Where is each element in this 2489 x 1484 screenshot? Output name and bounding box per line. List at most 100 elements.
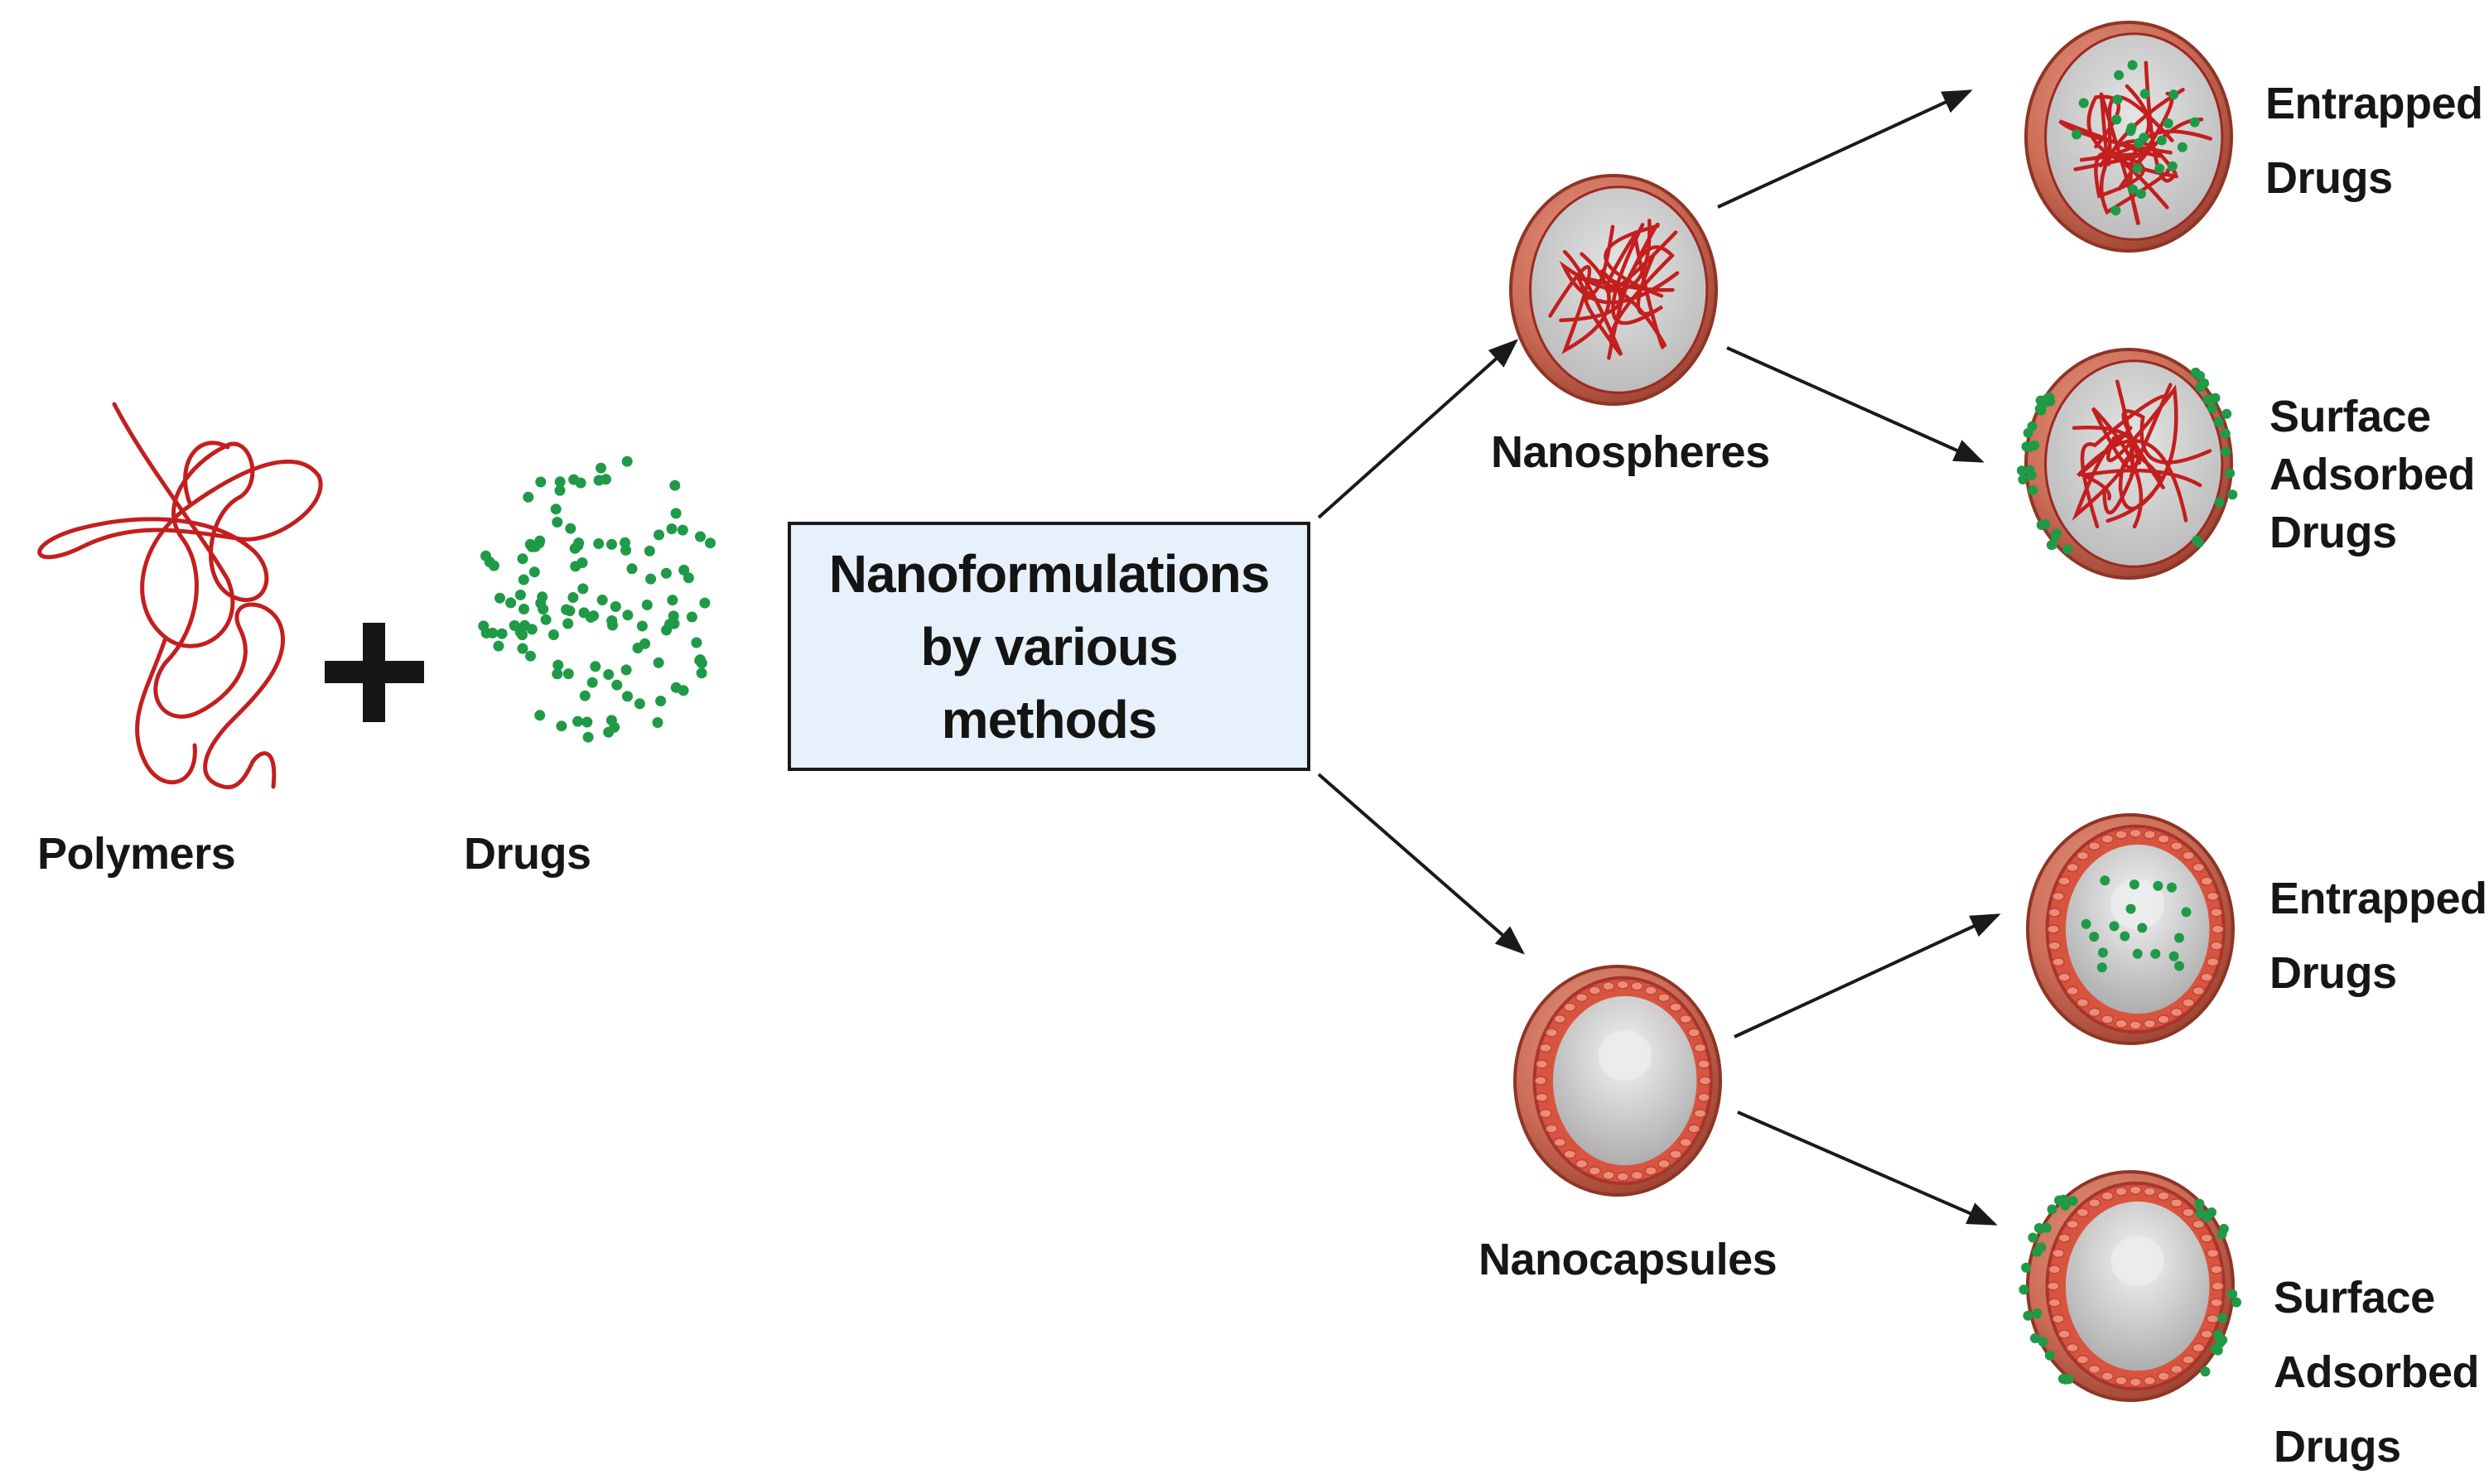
wall-bead [2192, 1342, 2205, 1353]
wall-bead [1575, 1159, 1589, 1169]
drug-dot [2189, 117, 2200, 128]
drug-dot [2132, 948, 2143, 959]
nanosphere-entrapped-label: Entrapped Drugs [2265, 66, 2483, 215]
drug-dot [2111, 114, 2122, 125]
drug-dot [611, 679, 623, 691]
drug-dot [525, 650, 536, 662]
drug-dot [565, 523, 576, 534]
wall-bead [2047, 924, 2060, 934]
drug-dot [533, 537, 545, 549]
wall-bead [2057, 1233, 2072, 1243]
drug-dot [696, 667, 707, 679]
drug-dot [2167, 882, 2177, 893]
nanocapsule-icon [1513, 965, 1722, 1197]
label-line: Entrapped [2265, 79, 2483, 128]
wall-bead [1679, 1137, 1692, 1148]
drug-dot [575, 477, 586, 489]
drug-dot [2019, 1284, 2029, 1295]
drug-dot [2110, 205, 2121, 216]
wall-bead [2066, 985, 2079, 996]
core-highlight [2110, 1236, 2164, 1286]
drug-dot [524, 538, 536, 550]
drug-dot [509, 619, 520, 631]
drug-dot [2227, 489, 2238, 500]
drug-particles [478, 455, 716, 743]
wall-bead [2143, 830, 2157, 840]
drug-dot [2216, 1229, 2227, 1240]
drug-dot [2194, 1198, 2205, 1209]
nanocapsule-entrapped-label: Entrapped Drugs [2270, 861, 2487, 1010]
drug-dot [570, 561, 581, 572]
drugs-label: Drugs [464, 829, 591, 879]
wall-bead [2143, 1019, 2157, 1029]
label-line: Drugs [2265, 153, 2393, 203]
drug-dot [2016, 465, 2027, 476]
wall-bead [2087, 1364, 2101, 1375]
drug-dot [2040, 519, 2051, 530]
wall-bead [1588, 1166, 1602, 1176]
process-box: Nanoformulations by various methods [788, 522, 1310, 771]
wall-bead [2101, 1371, 2115, 1381]
wall-bead [1602, 981, 1615, 991]
polymer-mesh [2072, 379, 2212, 529]
wall-bead [2115, 1187, 2128, 1197]
drug-dot [2207, 403, 2217, 413]
drug-dot [626, 563, 638, 575]
wall-bead [2157, 1371, 2170, 1381]
drug-dot [2109, 921, 2120, 932]
drug-dot [691, 637, 702, 648]
drug-dot [606, 538, 617, 550]
wall-bead [2206, 1248, 2220, 1259]
wall-bead [2200, 1329, 2213, 1339]
wall-bead [2192, 1219, 2205, 1230]
nanocapsule-surface-label: Surface Adsorbed Drugs [2274, 1260, 2480, 1484]
drug-dot [620, 664, 632, 676]
nanosphere-surface-drugs-icon [2016, 348, 2238, 580]
drug-dot [2120, 931, 2130, 942]
drug-dot [2177, 142, 2188, 152]
drug-dot [554, 476, 566, 488]
polymers-label: Polymers [37, 829, 236, 879]
drug-dot [519, 604, 529, 614]
drug-dot [2023, 1310, 2033, 1321]
arrow-nanocapsule-entrapped [1734, 913, 2001, 1038]
wall-bead [1588, 985, 1602, 995]
drug-dot [517, 553, 528, 565]
drug-dot [2137, 923, 2148, 933]
drug-dot [666, 523, 678, 535]
drug-dot [2060, 1374, 2071, 1385]
drug-dot [2213, 1329, 2224, 1340]
drug-dot [636, 620, 648, 632]
drug-dot [2129, 879, 2139, 889]
label-line: Adsorbed [2270, 450, 2476, 499]
drug-dot [552, 659, 564, 671]
drug-dot [2174, 961, 2184, 971]
drug-dot [2153, 880, 2163, 891]
core-highlight [2110, 879, 2164, 929]
drug-dot [670, 508, 682, 519]
wall-bead [1553, 1137, 1566, 1148]
wall-bead [2048, 1265, 2062, 1274]
drug-dot [654, 529, 664, 541]
wall-bead [2143, 1376, 2157, 1385]
drug-dot [2210, 393, 2221, 403]
wall-bead [2170, 1364, 2183, 1375]
wall-bead [2047, 1281, 2060, 1291]
drug-dot [593, 475, 605, 486]
drug-dot [567, 592, 579, 603]
wall-bead [1539, 1043, 1552, 1053]
drug-dot [669, 479, 681, 491]
wall-bead [2200, 972, 2213, 982]
drug-dot [572, 716, 583, 727]
drug-dot [2168, 89, 2179, 100]
drug-dot [2027, 421, 2038, 431]
drug-dot [2114, 70, 2125, 80]
polymer-mesh [2058, 60, 2212, 225]
drug-dot [505, 597, 517, 609]
drug-dot [2054, 1195, 2064, 1206]
wall-bead [2206, 1313, 2220, 1324]
drug-dot [2128, 184, 2138, 195]
wall-bead [2211, 924, 2225, 934]
nanosphere-entrapped-drugs-icon [2024, 21, 2233, 253]
drug-dot [517, 643, 528, 654]
